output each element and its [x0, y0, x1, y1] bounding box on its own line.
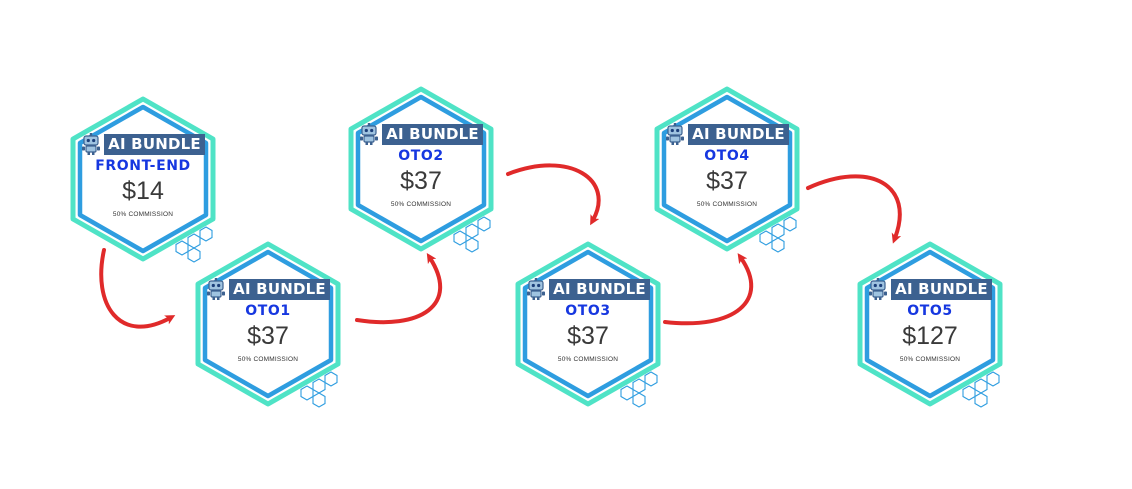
hexagon-cluster-icon [759, 216, 797, 253]
hexagon-cluster-icon [175, 226, 213, 263]
stage-name: OTO2 [398, 148, 444, 164]
stage-price: $37 [247, 322, 289, 350]
funnel-step-2: AI BUNDLE OTO1 $37 50% COMMISSION [195, 241, 358, 414]
robot-icon [527, 278, 546, 300]
funnel-step-6: AI BUNDLE OTO5 $127 50% COMMISSION [857, 241, 1020, 414]
flow-arrow-frontend-to-oto1 [99, 248, 176, 329]
commission-label: 50% COMMISSION [237, 356, 299, 363]
robot-icon [82, 133, 101, 155]
stage-name: OTO1 [245, 303, 291, 319]
funnel-step-3: AI BUNDLE OTO2 $37 50% COMMISSION [348, 86, 511, 259]
hexagon-cluster-icon [620, 371, 658, 408]
commission-label: 50% COMMISSION [390, 201, 452, 208]
stage-name: OTO4 [704, 148, 750, 164]
stage-price: $127 [902, 322, 958, 350]
product-badge: AI BUNDLE [382, 123, 483, 145]
stage-price: $37 [706, 167, 748, 195]
product-badge: AI BUNDLE [891, 278, 992, 300]
robot-icon [666, 123, 685, 145]
stage-price: $14 [122, 177, 164, 205]
flow-arrow-oto3-to-oto4 [663, 253, 754, 326]
hexagon-cluster-icon [453, 216, 491, 253]
product-badge: AI BUNDLE [688, 123, 789, 145]
hexagon-cluster-icon [300, 371, 338, 408]
funnel-step-4: AI BUNDLE OTO3 $37 50% COMMISSION [515, 241, 678, 414]
stage-price: $37 [567, 322, 609, 350]
robot-icon [869, 278, 888, 300]
commission-label: 50% COMMISSION [696, 201, 758, 208]
flow-arrow-oto4-to-oto5 [806, 174, 902, 244]
hexagon-cluster-icon [962, 371, 1000, 408]
robot-icon [360, 123, 379, 145]
robot-icon [207, 278, 226, 300]
stage-name: FRONT-END [95, 158, 191, 174]
commission-label: 50% COMMISSION [899, 356, 961, 363]
flow-arrow-oto1-to-oto2 [355, 252, 443, 325]
commission-label: 50% COMMISSION [557, 356, 619, 363]
flow-arrow-oto2-to-oto3 [506, 163, 601, 226]
product-badge: AI BUNDLE [104, 133, 205, 155]
funnel-step-5: AI BUNDLE OTO4 $37 50% COMMISSION [654, 86, 817, 259]
product-badge: AI BUNDLE [229, 278, 330, 300]
stage-name: OTO5 [907, 303, 953, 319]
stage-price: $37 [400, 167, 442, 195]
stage-name: OTO3 [565, 303, 611, 319]
funnel-step-1: AI BUNDLE FRONT-END $14 50% COMMISSION [70, 96, 233, 269]
commission-label: 50% COMMISSION [112, 211, 174, 218]
product-badge: AI BUNDLE [549, 278, 650, 300]
